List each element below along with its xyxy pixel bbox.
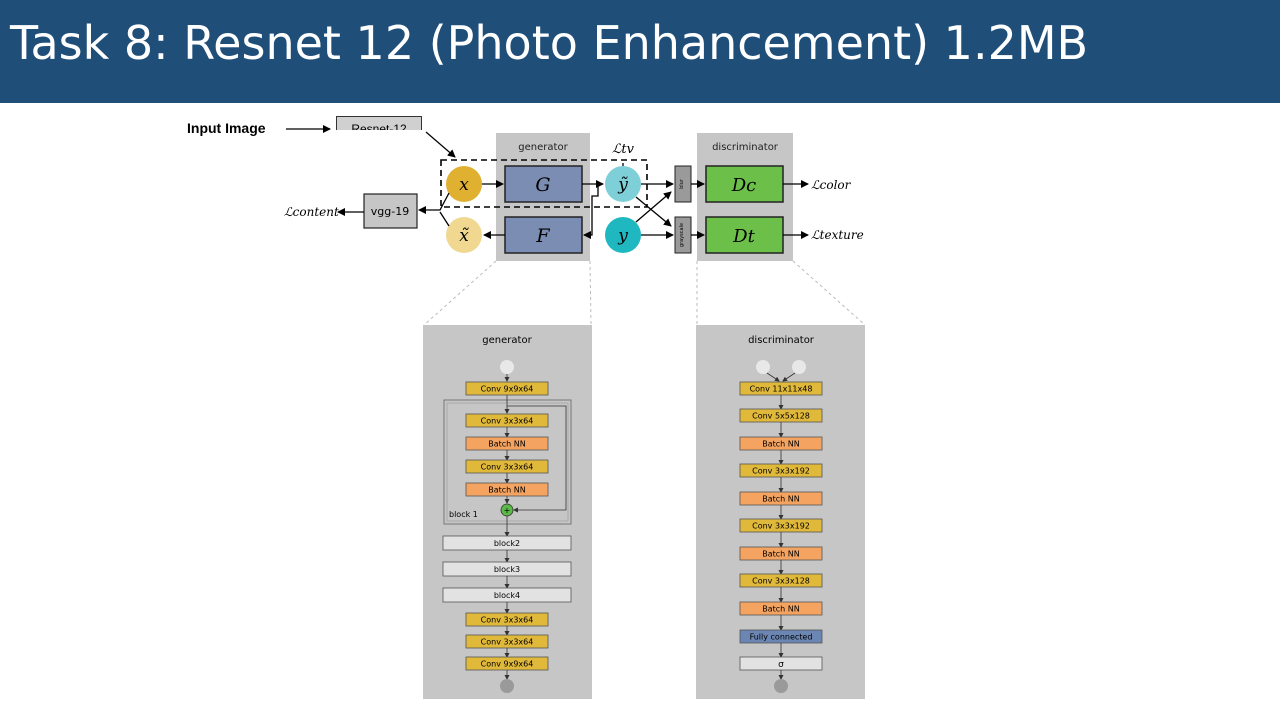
y-tilde-label: ỹ	[617, 175, 628, 195]
gen-block2-label: block2	[494, 539, 520, 548]
generator-panel-label: generator	[518, 142, 568, 153]
x-node	[446, 166, 482, 202]
gen-layer-conv-first: Conv 9x9x64	[481, 385, 534, 394]
disc-output-node	[774, 679, 788, 693]
x-tilde-node	[446, 217, 482, 253]
disc-layer: Batch NN	[762, 605, 800, 614]
y-node	[605, 217, 641, 253]
disc-layer: Conv 3x3x192	[752, 522, 810, 531]
zoom-line-disc-right	[792, 260, 866, 326]
generator-F-block	[504, 216, 583, 254]
gen-plus-sign: +	[504, 506, 511, 515]
y-tilde-node	[605, 166, 641, 202]
gen-layer-after: Conv 9x9x64	[481, 660, 534, 669]
discriminator-detail-title: discriminator	[748, 335, 815, 346]
y-label: y	[617, 226, 628, 246]
loss-color: ℒcolor	[811, 178, 852, 192]
discriminator-panel-label: discriminator	[712, 142, 779, 153]
grayscale-label: grayscale	[679, 223, 685, 247]
gen-block-layer: Batch NN	[488, 486, 526, 495]
arrow-ytilde-F	[583, 184, 599, 239]
gen-block1-label: block 1	[449, 510, 478, 519]
Dc-label: Dc	[731, 175, 757, 196]
gen-layer-after: Conv 3x3x64	[481, 616, 534, 625]
disc-input-node-b	[792, 360, 806, 374]
disc-layer: Batch NN	[762, 550, 800, 559]
zoom-line-gen-left	[423, 260, 497, 326]
disc-input-node-a	[756, 360, 770, 374]
F-label: F	[535, 225, 550, 247]
x-tilde-label: x̃	[459, 226, 469, 246]
resnet-region-dashed	[440, 159, 648, 208]
disc-layer: Conv 11x11x48	[750, 385, 813, 394]
arrow-y-blur	[635, 191, 672, 223]
gen-block4-label: block4	[494, 591, 520, 600]
arrow-xtilde-vgg	[439, 211, 450, 227]
gen-skip-connection	[507, 405, 567, 513]
slide-title: Task 8: Resnet 12 (Photo Enhancement) 1.…	[10, 16, 1089, 70]
input-image-label: Input Image	[187, 120, 266, 136]
arrow-x-vgg	[418, 192, 450, 214]
discriminator-Dt-block	[705, 216, 784, 254]
x-node-label: x	[459, 175, 469, 195]
loss-texture: ℒtexture	[811, 228, 864, 242]
gen-layer-after: Conv 3x3x64	[481, 638, 534, 647]
gen-block3-label: block3	[494, 565, 520, 574]
loss-tv: ℒtv	[612, 142, 635, 157]
disc-layer: Conv 5x5x128	[752, 412, 810, 421]
generator-detail-title: generator	[482, 335, 532, 346]
vgg19-block	[363, 193, 418, 229]
annotation-arrow-resnet	[425, 131, 456, 158]
gen-block1-frame	[443, 399, 572, 525]
Dt-label: Dt	[732, 226, 755, 247]
disc-input-arrow-a	[766, 372, 780, 382]
disc-layer: Conv 3x3x192	[752, 467, 810, 476]
gen-input-node	[500, 360, 514, 374]
blur-label: blur	[679, 178, 685, 189]
loss-content: ℒcontent	[284, 205, 339, 219]
disc-sigmoid-label: σ	[778, 660, 784, 670]
title-bar: Task 8: Resnet 12 (Photo Enhancement) 1.…	[0, 0, 1280, 103]
discriminator-Dc-block	[705, 165, 784, 203]
gen-block-layer: Conv 3x3x64	[481, 417, 534, 426]
gen-block-layer: Conv 3x3x64	[481, 463, 534, 472]
vgg19-label: vgg-19	[371, 205, 409, 218]
gen-block-layer: Batch NN	[488, 440, 526, 449]
gen-output-node	[500, 679, 514, 693]
generator-G-block	[504, 165, 583, 203]
disc-layer: Batch NN	[762, 495, 800, 504]
disc-input-arrow-b	[782, 372, 796, 382]
zoom-line-gen-right	[589, 260, 592, 326]
disc-layer: Batch NN	[762, 440, 800, 449]
disc-layer: Fully connected	[750, 633, 813, 642]
arrow-ytilde-gray	[635, 196, 672, 227]
G-label: G	[535, 174, 550, 196]
gen-block1-inner-frame	[446, 402, 569, 522]
disc-layer: Conv 3x3x128	[752, 577, 810, 586]
